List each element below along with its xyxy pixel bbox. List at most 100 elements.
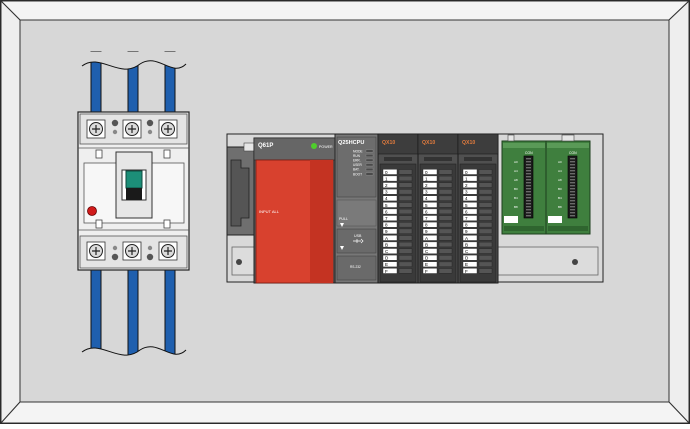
connector-pin bbox=[526, 161, 531, 163]
connector-pin bbox=[570, 194, 575, 196]
terminal-screw bbox=[478, 222, 493, 228]
bus-bar-cut-bottom bbox=[82, 346, 186, 362]
terminal-tag bbox=[462, 228, 478, 235]
cpu-usb-arrow-icon bbox=[340, 246, 344, 250]
io-module-list: QX100123456789ABCDEFQX100123456789ABCDEF… bbox=[377, 133, 499, 284]
terminal-point-label: D bbox=[425, 256, 429, 261]
terminal-point-label: 1 bbox=[465, 176, 468, 181]
screw-icon bbox=[164, 125, 172, 133]
breaker-handle[interactable] bbox=[125, 170, 143, 189]
terminal-point-label: 2 bbox=[465, 183, 468, 188]
terminal-tag bbox=[382, 202, 398, 208]
terminal-screw bbox=[438, 182, 453, 188]
terminal-point-label: A bbox=[465, 236, 469, 241]
terminal-tag bbox=[462, 215, 478, 221]
terminal-screw bbox=[438, 261, 453, 267]
connector-module-label: CON bbox=[525, 151, 533, 155]
connector-mark: A8 bbox=[558, 178, 562, 182]
connector-pin bbox=[570, 161, 575, 163]
connector-pin bbox=[526, 200, 531, 202]
terminal-point-label: 6 bbox=[425, 209, 428, 214]
ribbon-connector[interactable] bbox=[523, 155, 534, 219]
connector-pin bbox=[570, 200, 575, 202]
terminal-point-label: 9 bbox=[465, 229, 468, 234]
connector-pin bbox=[570, 215, 575, 217]
input-led-strip bbox=[384, 157, 412, 161]
connector-pin bbox=[570, 197, 575, 199]
terminal-point-label: 6 bbox=[385, 209, 388, 214]
screw-icon bbox=[92, 125, 100, 133]
terminal-point-label: 3 bbox=[465, 190, 468, 195]
cpu-pull-cover[interactable] bbox=[336, 199, 377, 227]
connector-mark: A4 bbox=[514, 169, 518, 173]
connector-pin bbox=[570, 209, 575, 211]
terminal-screw bbox=[438, 255, 453, 261]
connector-pin bbox=[570, 167, 575, 169]
connector-mark: A0 bbox=[558, 160, 562, 164]
power-module-model: Q61P bbox=[258, 143, 273, 149]
terminal-tag bbox=[462, 169, 478, 175]
terminal-tag bbox=[382, 261, 398, 268]
terminal-tag bbox=[422, 241, 438, 248]
terminal-point-label: 8 bbox=[385, 223, 388, 228]
connector-pin bbox=[570, 158, 575, 160]
connector-pin bbox=[570, 182, 575, 184]
terminal-screw bbox=[398, 208, 413, 215]
terminal-tag bbox=[382, 208, 398, 215]
breaker-rivet bbox=[146, 253, 154, 261]
cpu-led-label: ERR. bbox=[353, 159, 361, 163]
connector-pin bbox=[570, 203, 575, 205]
terminal-tag bbox=[422, 175, 438, 182]
terminal-tag bbox=[382, 228, 398, 235]
connector-module-bottom-strip bbox=[504, 226, 544, 231]
screw-icon bbox=[128, 247, 136, 255]
cpu-serial-port[interactable] bbox=[336, 255, 377, 281]
connector-pin bbox=[526, 206, 531, 208]
terminal-point-label: 5 bbox=[425, 203, 428, 208]
breaker-window bbox=[95, 219, 103, 229]
connector-pin bbox=[526, 164, 531, 166]
circuit-breaker bbox=[77, 111, 190, 271]
terminal-point-label: 7 bbox=[425, 216, 428, 221]
terminal-screw bbox=[438, 235, 453, 241]
breaker-window bbox=[95, 149, 103, 159]
connector-pin bbox=[526, 191, 531, 193]
terminal-point-label: C bbox=[425, 249, 429, 254]
connector-pin bbox=[570, 179, 575, 181]
breaker-trip-button[interactable] bbox=[87, 206, 97, 216]
connector-mark: A4 bbox=[558, 169, 562, 173]
terminal-screw bbox=[478, 208, 493, 215]
ribbon-connector[interactable] bbox=[567, 155, 578, 219]
terminal-point-label: C bbox=[385, 249, 389, 254]
power-module-cover-shade bbox=[310, 160, 333, 283]
terminal-point-label: F bbox=[385, 269, 388, 274]
power-led-label: POWER bbox=[319, 145, 333, 149]
connector-pin bbox=[526, 185, 531, 187]
breaker-rivet-small bbox=[112, 245, 118, 251]
cpu-usb-label: USB bbox=[354, 234, 362, 238]
terminal-tag bbox=[382, 175, 398, 182]
connector-pin bbox=[526, 197, 531, 199]
terminal-point-label: 4 bbox=[425, 196, 428, 201]
terminal-point-label: F bbox=[425, 269, 428, 274]
terminal-screw bbox=[438, 228, 453, 234]
terminal-tag bbox=[382, 248, 398, 254]
terminal-tag bbox=[462, 202, 478, 208]
terminal-tag bbox=[422, 169, 438, 175]
breaker-window bbox=[163, 219, 171, 229]
terminal-tag bbox=[422, 208, 438, 215]
terminal-point-label: E bbox=[425, 262, 428, 267]
base-left-connector bbox=[230, 159, 250, 227]
terminal-point-label: 8 bbox=[465, 223, 468, 228]
terminal-point-label: 1 bbox=[425, 176, 428, 181]
base-right-tab bbox=[561, 134, 575, 142]
terminal-tag bbox=[422, 248, 438, 254]
terminal-point-label: 9 bbox=[385, 229, 388, 234]
terminal-point-label: 1 bbox=[385, 176, 388, 181]
cpu-led bbox=[365, 168, 374, 171]
